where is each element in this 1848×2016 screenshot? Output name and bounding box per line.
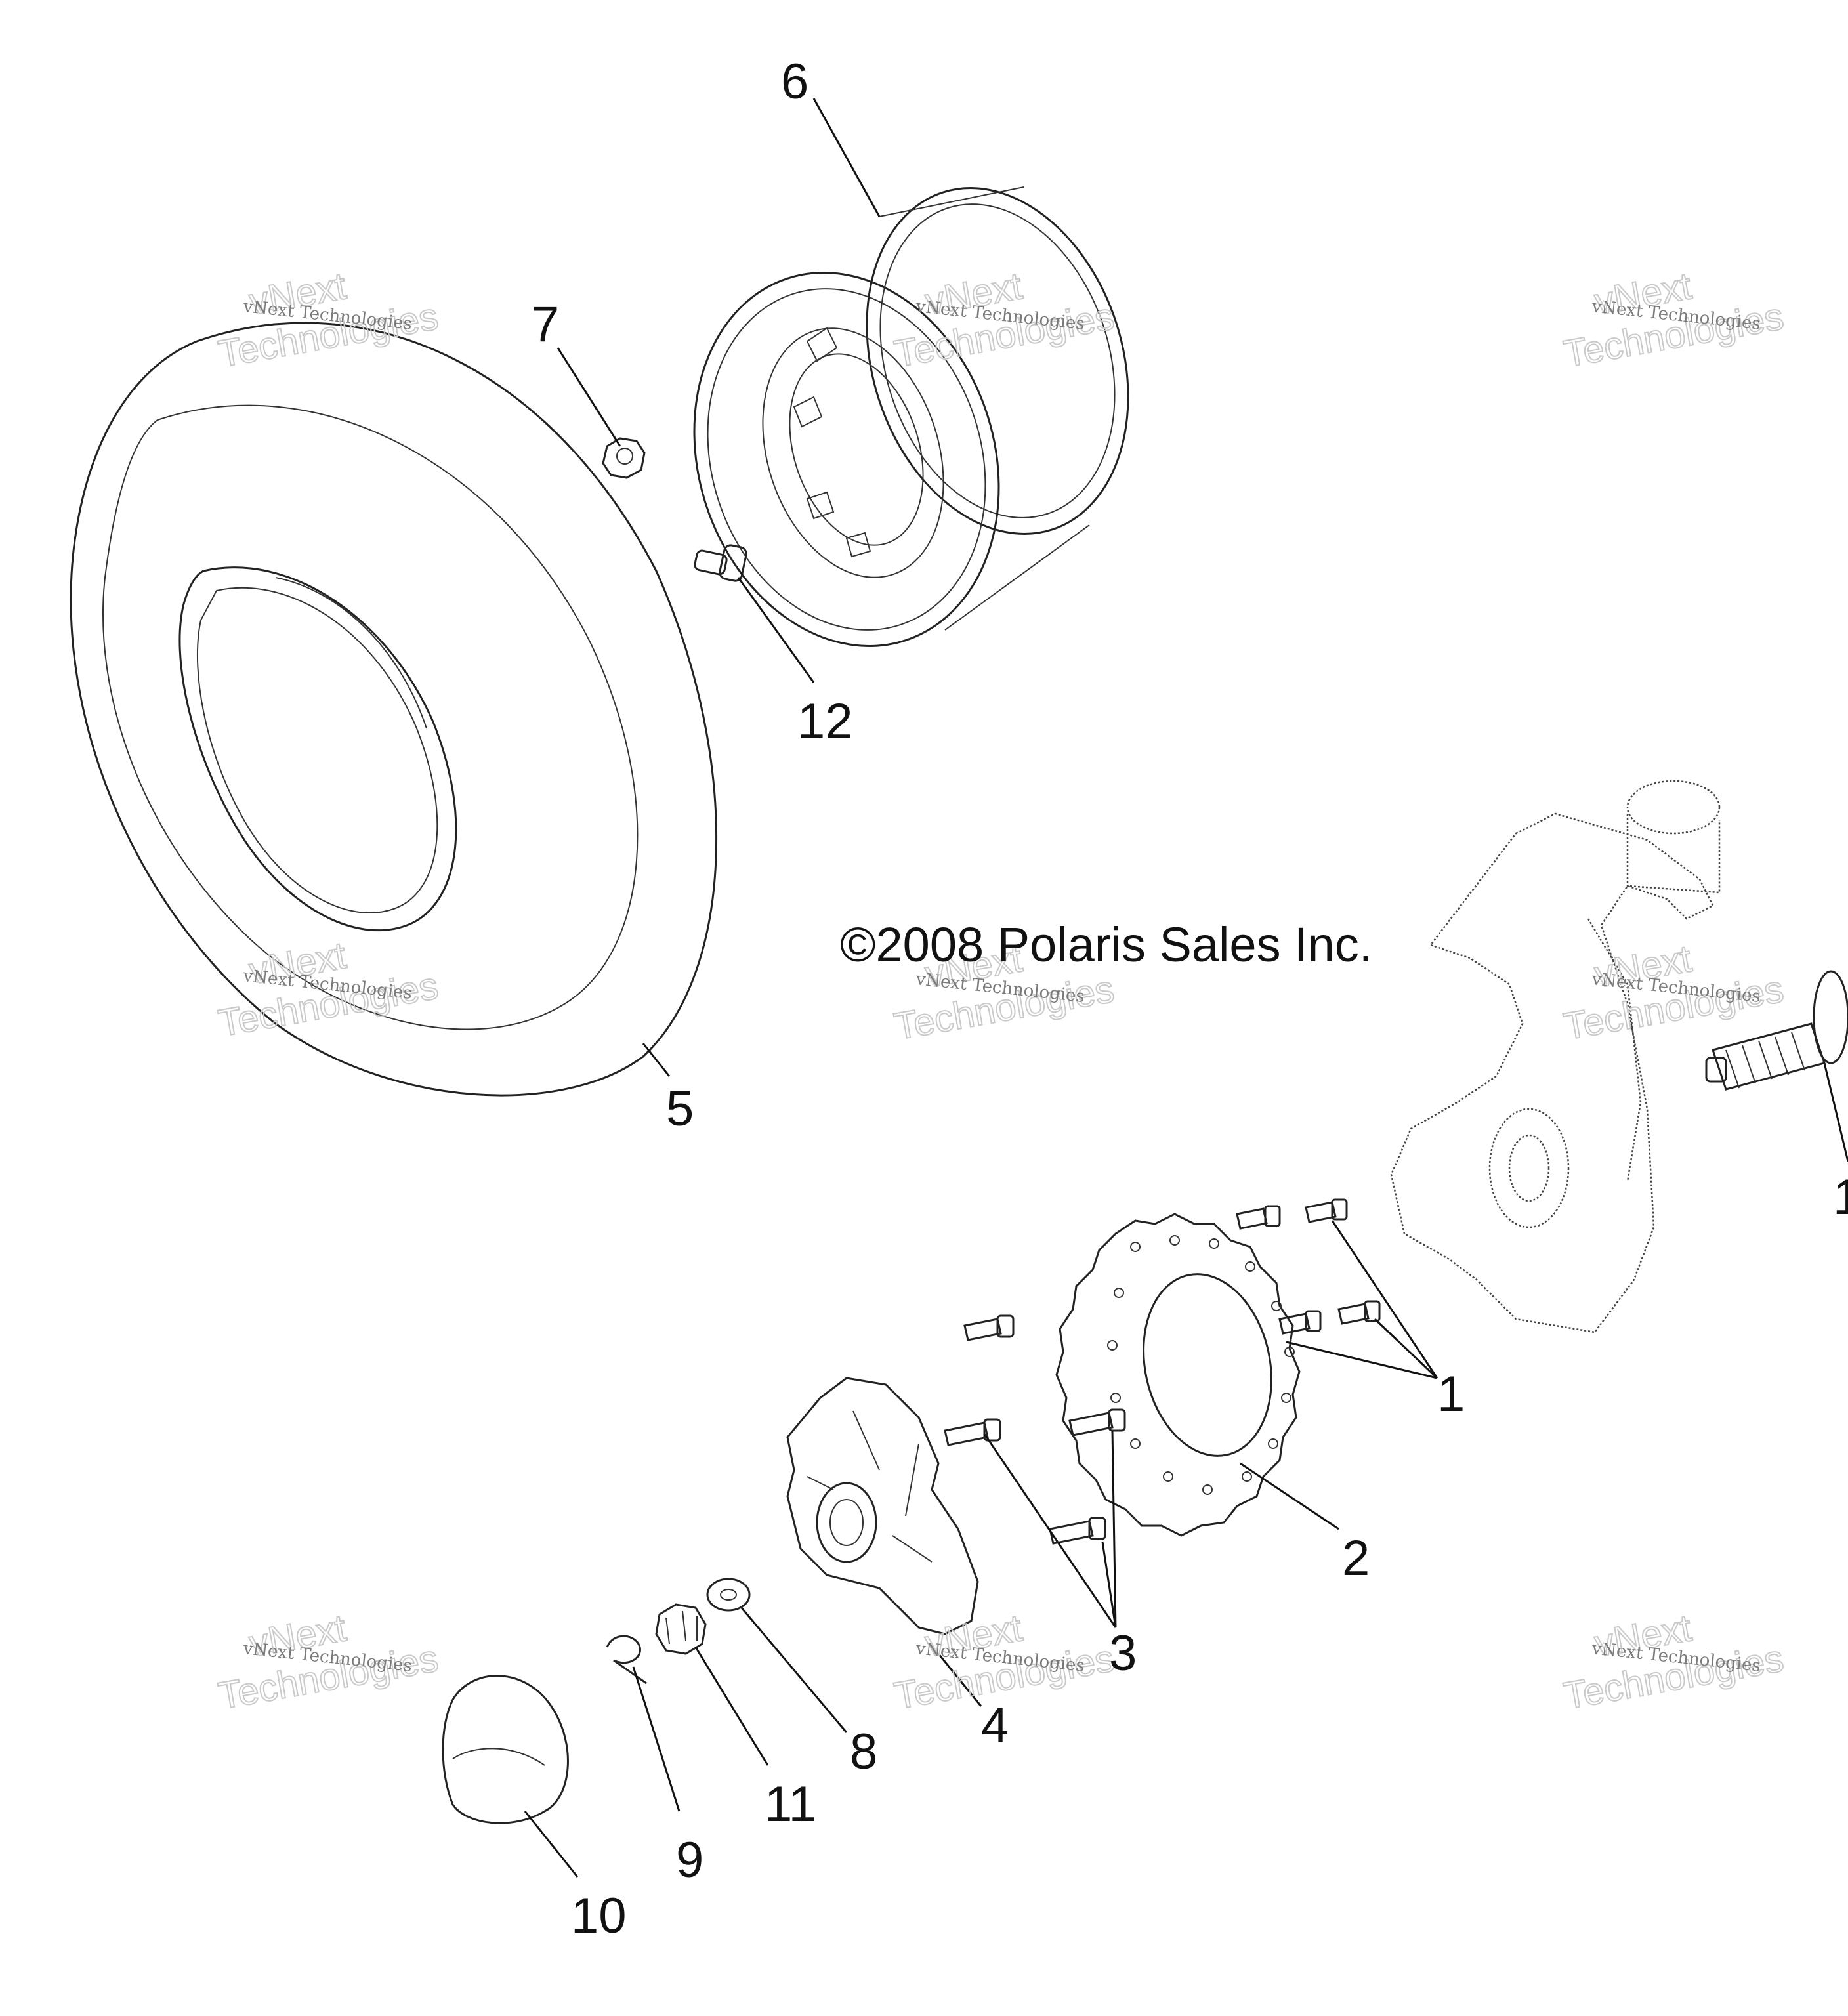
- cotter-pin: [606, 1635, 647, 1685]
- washer: [706, 1578, 751, 1612]
- wheel-rim: [693, 186, 1129, 647]
- leader-lines: [524, 98, 1848, 1878]
- brake-disc: [1055, 1213, 1301, 1537]
- callout-1[interactable]: 1: [1437, 1366, 1465, 1422]
- copyright-notice: ©2008 Polaris Sales Inc.: [840, 917, 1372, 972]
- callout-5[interactable]: 5: [666, 1081, 694, 1137]
- castle-nut: [655, 1603, 707, 1655]
- callout-13-partial[interactable]: 1: [1833, 1169, 1848, 1225]
- callout-12[interactable]: 12: [797, 694, 853, 749]
- callout-11[interactable]: 11: [765, 1776, 816, 1832]
- callout-2[interactable]: 2: [1342, 1530, 1370, 1586]
- steering-knuckle: [1390, 780, 1721, 1334]
- callout-numbers: 6 7 12 5 1 2 3 4 8 11 9 10 1: [532, 54, 1848, 1944]
- hub-cap: [442, 1675, 569, 1824]
- callout-3[interactable]: 3: [1109, 1626, 1137, 1681]
- callout-10[interactable]: 10: [571, 1888, 627, 1944]
- callout-8[interactable]: 8: [850, 1724, 877, 1780]
- tire: [70, 322, 718, 1097]
- wheel-hub: [786, 1377, 979, 1635]
- callout-9[interactable]: 9: [676, 1832, 704, 1888]
- callout-6[interactable]: 6: [781, 54, 808, 110]
- lug-nut: [602, 437, 646, 479]
- callout-7[interactable]: 7: [532, 297, 559, 352]
- disc-bolts: [1236, 1198, 1381, 1335]
- callout-4[interactable]: 4: [981, 1698, 1009, 1754]
- valve-stem: [694, 544, 747, 582]
